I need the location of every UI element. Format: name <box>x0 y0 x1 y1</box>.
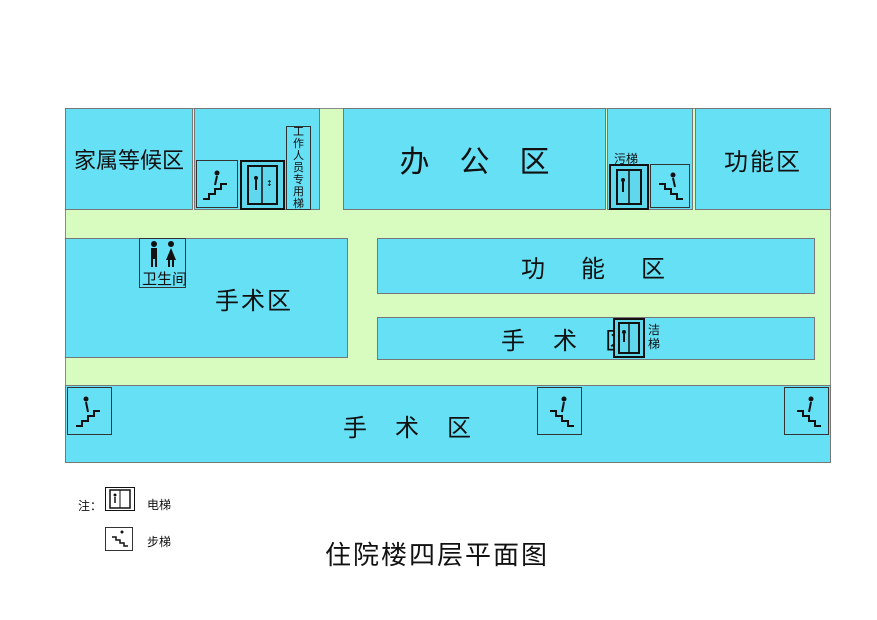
room-function-mid-label: 功 能 区 <box>521 254 671 283</box>
elevator-icon <box>105 487 135 511</box>
room-family-waiting-label: 家属等候区 <box>73 149 184 174</box>
legend-stair-label: 步梯 <box>147 535 172 549</box>
room-function-right-label: 功能区 <box>724 147 802 176</box>
clean-lift-label: 洁梯 <box>648 323 661 351</box>
staff-lift-label: 工作人员专用梯 <box>293 125 304 210</box>
room-surgery-mid[interactable]: 手 术 区 <box>377 317 815 360</box>
dirty-lift-label: 污梯 <box>614 152 639 166</box>
room-function-right[interactable]: 功能区 <box>695 108 831 210</box>
room-family-waiting[interactable]: 家属等候区 <box>65 108 193 210</box>
stair-icon <box>196 160 238 208</box>
stair-icon <box>105 527 133 551</box>
legend-elevator-label: 电梯 <box>147 498 172 512</box>
room-office[interactable]: 办 公 区 <box>343 108 606 210</box>
room-function-mid[interactable]: 功 能 区 <box>377 238 815 294</box>
room-office-label: 办 公 区 <box>399 145 550 180</box>
restroom-label: 卫生间 <box>142 270 188 288</box>
room-surgery-bottom[interactable]: 手 术 区 <box>65 385 831 463</box>
stair-icon <box>784 387 829 435</box>
stair-icon <box>537 387 582 435</box>
stair-icon <box>650 164 690 208</box>
room-surgery-left-label: 手术区 <box>215 286 293 315</box>
legend-note-label: 注： <box>78 499 103 513</box>
elevator-icon: ↕ <box>240 160 285 210</box>
restroom-icon: 卫生间 <box>139 238 188 288</box>
stair-icon <box>67 387 112 435</box>
room-surgery-left[interactable]: 手术区 <box>65 238 348 358</box>
room-surgery-bottom-label: 手 术 区 <box>343 413 473 442</box>
elevator-icon <box>613 318 645 358</box>
elevator-icon <box>609 164 649 210</box>
staff-lift-label-box: 工作人员专用梯 <box>286 126 311 210</box>
room-surgery-mid-label: 手 术 区 <box>501 327 631 355</box>
page-title: 住院楼四层平面图 <box>325 541 550 571</box>
svg-text:↕: ↕ <box>266 179 273 188</box>
